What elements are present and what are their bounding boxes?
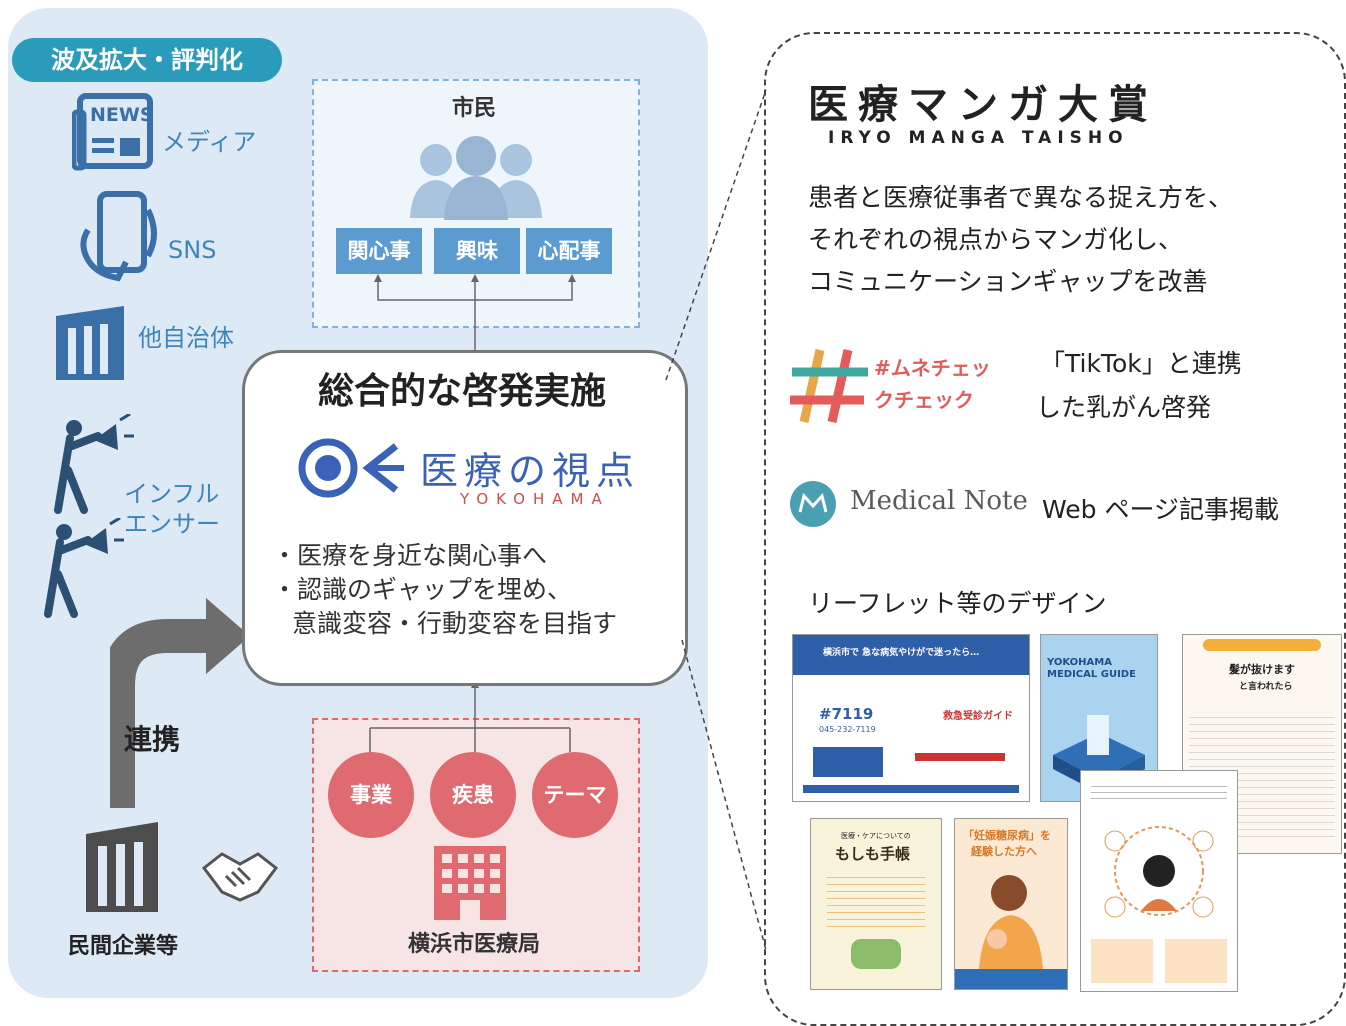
callout-lines	[665, 89, 767, 951]
bureau-circle-projects: 事業	[328, 752, 414, 838]
spread-header-badge: 波及拡大・評判化	[12, 38, 282, 82]
tiktok-text-1: 「TikTok」と連携	[1040, 349, 1242, 378]
citizen-tag-concern: 関心事	[336, 228, 422, 274]
manga-desc-3: コミュニケーションギャップを改善	[808, 267, 1208, 296]
center-box	[242, 350, 688, 686]
logo-subtitle: YOKOHAMA	[460, 490, 610, 508]
leaflet-emergency-guide: 横浜市で 急な病気やけがで迷ったら… #7119 045-232-7119 救急…	[792, 634, 1030, 802]
influencer-label-line2: エンサー	[124, 510, 220, 538]
people-group-icon	[406, 134, 546, 220]
citizen-tag-interest: 興味	[434, 228, 520, 274]
medical-note-logo: Medical Note	[778, 476, 1036, 530]
center-bullet-1: ・医療を身近な関心事へ	[272, 541, 548, 570]
hospital-building-icon	[430, 842, 510, 922]
leaflet-gestational-diabetes: 「妊娠糖尿病」を 経験した方へ	[954, 818, 1068, 990]
citizens-title: 市民	[451, 96, 496, 121]
smartphone-hand-icon	[78, 190, 164, 282]
newspaper-icon: NEWS	[71, 92, 156, 172]
bureau-connector	[369, 680, 571, 752]
center-bullet-2: ・認識のギャップを埋め、	[272, 575, 573, 604]
megaphone-person-icon	[44, 516, 124, 618]
bureau-circle-diseases: 疾患	[430, 752, 516, 838]
tiktok-text-2: した乳がん啓発	[1036, 393, 1212, 422]
leaflet-illustrated-guide	[1080, 770, 1238, 992]
megaphone-person-icon	[54, 412, 134, 514]
partner-arrow	[101, 596, 260, 816]
manga-award-logo: 医療マンガ大賞	[808, 82, 1158, 128]
sns-label: SNS	[168, 236, 217, 264]
partner-arrow-label: 連携	[124, 723, 181, 756]
building-icon	[54, 302, 136, 382]
manga-award-sub: IRYO MANGA TAISHO	[828, 128, 1129, 148]
municipality-label: 他自治体	[138, 324, 234, 352]
handshake-icon	[200, 846, 280, 906]
leaflet-moshimo-notebook: 医療・ケアについての もしも手帳	[810, 818, 942, 990]
manga-desc-2: それぞれの視点からマンガ化し、	[808, 225, 1184, 254]
center-bullet-3: 意識変容・行動変容を目指す	[292, 609, 618, 638]
citizen-tag-worry: 心配事	[526, 228, 612, 274]
eye-logo-icon	[296, 436, 406, 500]
manga-desc-1: 患者と医療従事者で異なる捉え方を、	[808, 183, 1234, 212]
tiktok-campaign-hashtag: #ムネチェックチェック	[874, 356, 991, 412]
tiktok-campaign-logo: #ムネチェックチェック	[790, 342, 1010, 428]
center-title: 総合的な啓発実施	[317, 371, 606, 412]
partner-label: 民間企業等	[68, 934, 179, 959]
medical-note-wordmark: Medical Note	[850, 486, 1028, 516]
influencer-label-line1: インフル	[124, 480, 220, 508]
media-label: メディア	[162, 128, 257, 156]
bureau-label: 横浜市医療局	[407, 932, 540, 957]
leaflet-heading: リーフレット等のデザイン	[808, 589, 1107, 618]
medical-note-text: Web ページ記事掲載	[1042, 495, 1279, 524]
bureau-circle-themes: テーマ	[532, 752, 618, 838]
logo-wordmark: 医療の視点	[420, 449, 641, 493]
citizens-connector	[374, 274, 576, 352]
company-building-icon	[84, 818, 168, 914]
news-badge: NEWS	[90, 104, 154, 126]
